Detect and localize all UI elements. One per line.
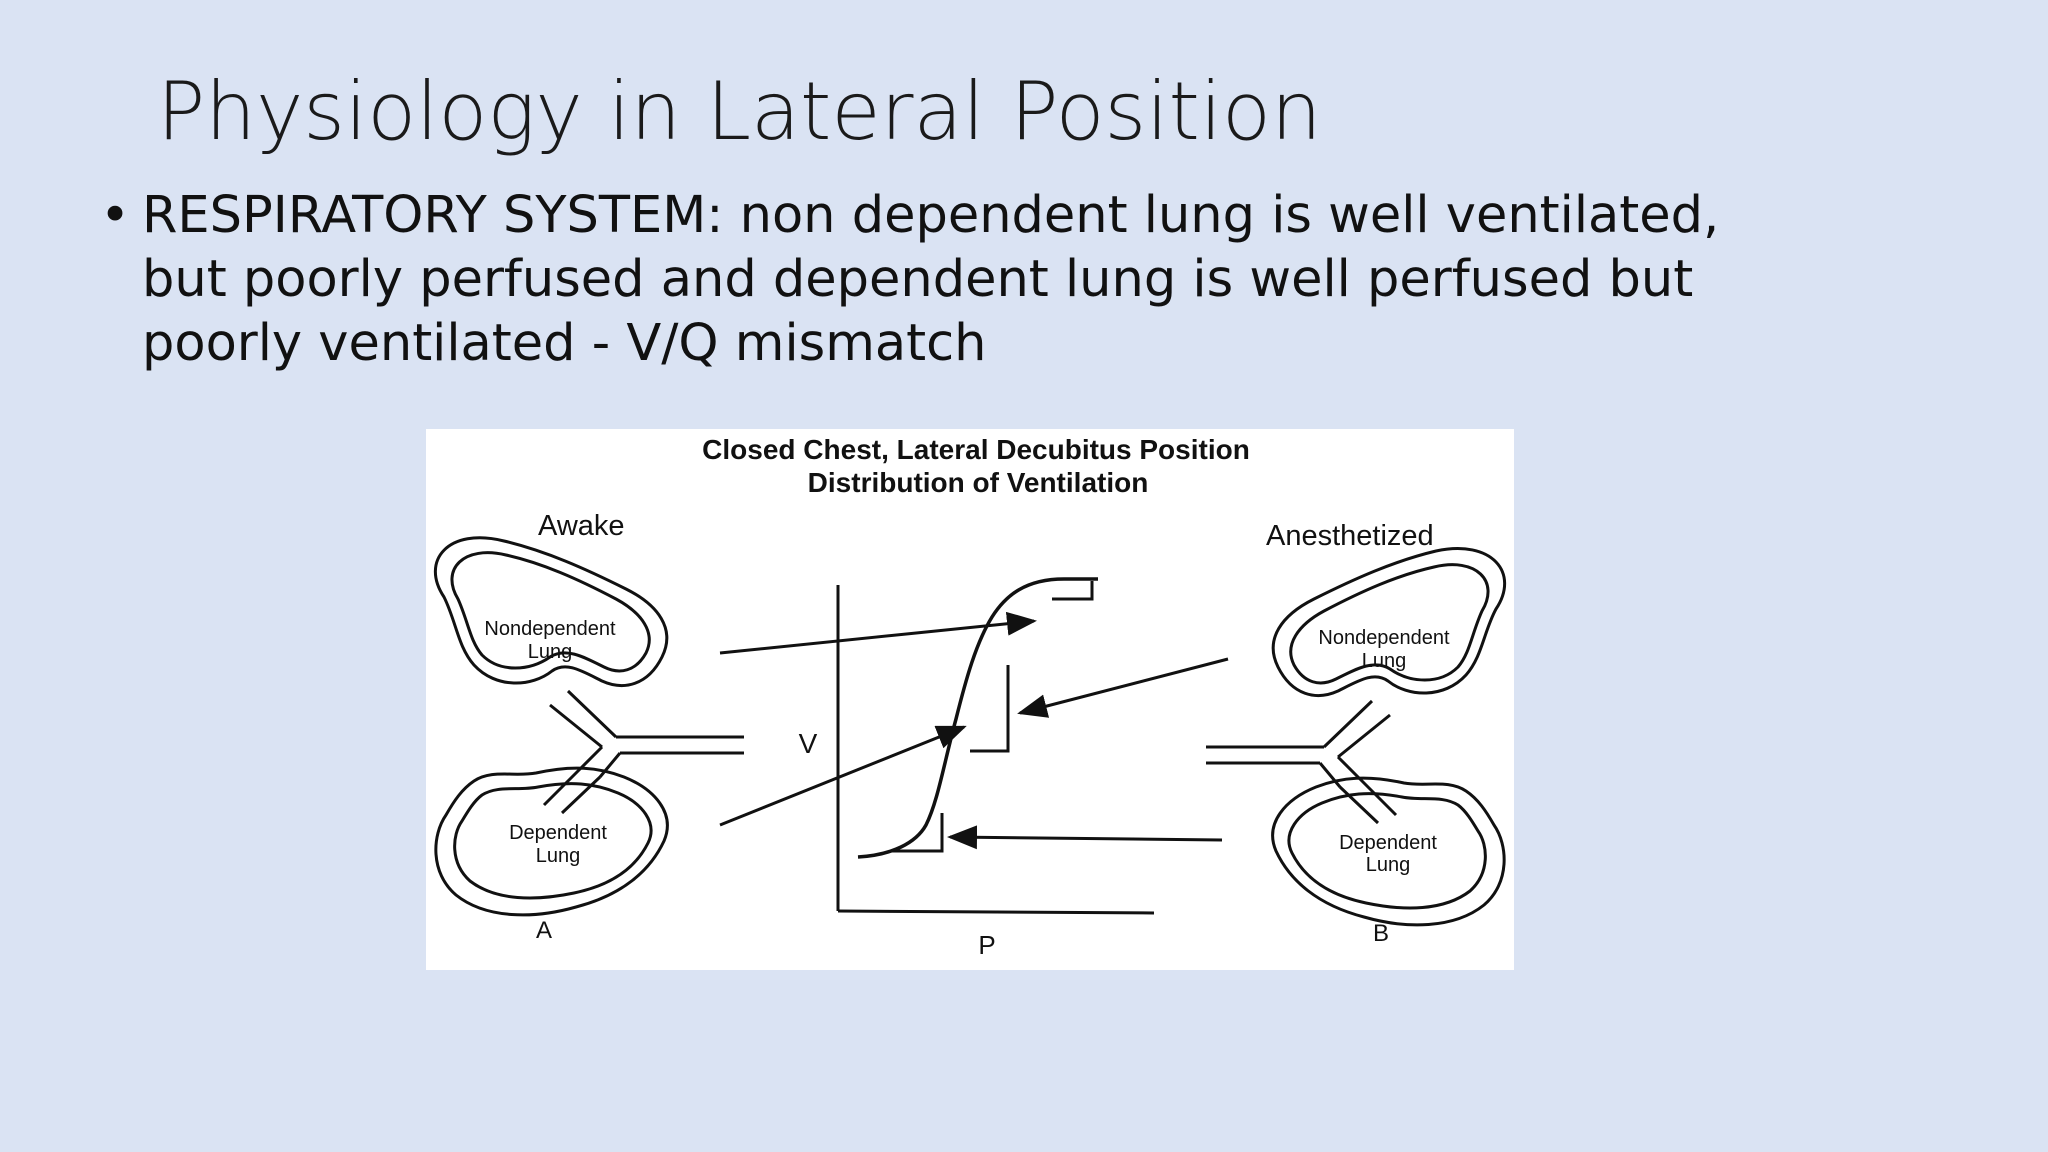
slide-title: Physiology in Lateral Position [157, 65, 1322, 158]
bullet-list: • RESPIRATORY SYSTEM: non dependent lung… [100, 184, 1800, 376]
awake-upper-lung-label-2: Lung [528, 641, 573, 663]
awake-lungs [433, 536, 744, 917]
y-axis-label: V [799, 728, 818, 759]
awake-panel-label: A [536, 917, 552, 944]
anesthetized-dependent-lung-outline [1271, 776, 1506, 927]
anesthetized-lungs [1206, 547, 1507, 927]
anesthetized-upper-arrow [1017, 657, 1229, 718]
anesthetized-heading: Anesthetized [1266, 520, 1434, 552]
anesthetized-lower-arrow [947, 825, 1223, 850]
awake-nondependent-lung-outline [433, 536, 669, 687]
awake-airway [542, 689, 744, 815]
awake-nondependent-lung-inner [450, 551, 651, 673]
upper-compliance-step [1052, 581, 1094, 601]
awake-dependent-lung-outline [434, 766, 669, 917]
pressure-volume-graph [836, 577, 1155, 915]
lower-compliance-step [892, 813, 944, 853]
x-axis-label: P [978, 930, 995, 960]
awake-lower-lung-label-2: Lung [536, 845, 581, 867]
lung-ventilation-figure: Closed Chest, Lateral Decubitus Position… [426, 429, 1514, 970]
figure-title-line1: Closed Chest, Lateral Decubitus Position [702, 434, 1250, 465]
figure-canvas: Closed Chest, Lateral Decubitus Position… [433, 434, 1507, 960]
awake-lower-arrow [719, 725, 967, 827]
middle-compliance-step [970, 665, 1010, 753]
awake-upper-arrow [719, 611, 1037, 655]
pointer-arrows [719, 611, 1229, 850]
awake-heading: Awake [538, 510, 625, 542]
compliance-curve [857, 577, 1098, 859]
bullet-item: • RESPIRATORY SYSTEM: non dependent lung… [100, 184, 1800, 376]
anesthetized-lower-lung-label-1: Dependent [1339, 832, 1437, 854]
anesthetized-panel-label: B [1373, 920, 1389, 947]
anesthetized-nondependent-lung-inner [1289, 563, 1490, 685]
bullet-dot: • [100, 186, 131, 245]
anesthetized-upper-lung-label-2: Lung [1362, 650, 1407, 672]
awake-lower-lung-label-1: Dependent [509, 822, 607, 844]
anesthetized-upper-lung-label-1: Nondependent [1318, 627, 1450, 649]
anesthetized-nondependent-lung-outline [1271, 547, 1507, 697]
figure-title-line2: Distribution of Ventilation [808, 467, 1149, 498]
awake-dependent-lung-inner [453, 782, 653, 900]
bullet-text: RESPIRATORY SYSTEM: non dependent lung i… [142, 186, 1720, 373]
awake-upper-lung-label-1: Nondependent [484, 618, 616, 640]
anesthetized-airway [1206, 699, 1398, 825]
anesthetized-dependent-lung-inner [1287, 792, 1487, 910]
x-axis [837, 909, 1155, 915]
anesthetized-lower-lung-label-2: Lung [1366, 854, 1411, 876]
